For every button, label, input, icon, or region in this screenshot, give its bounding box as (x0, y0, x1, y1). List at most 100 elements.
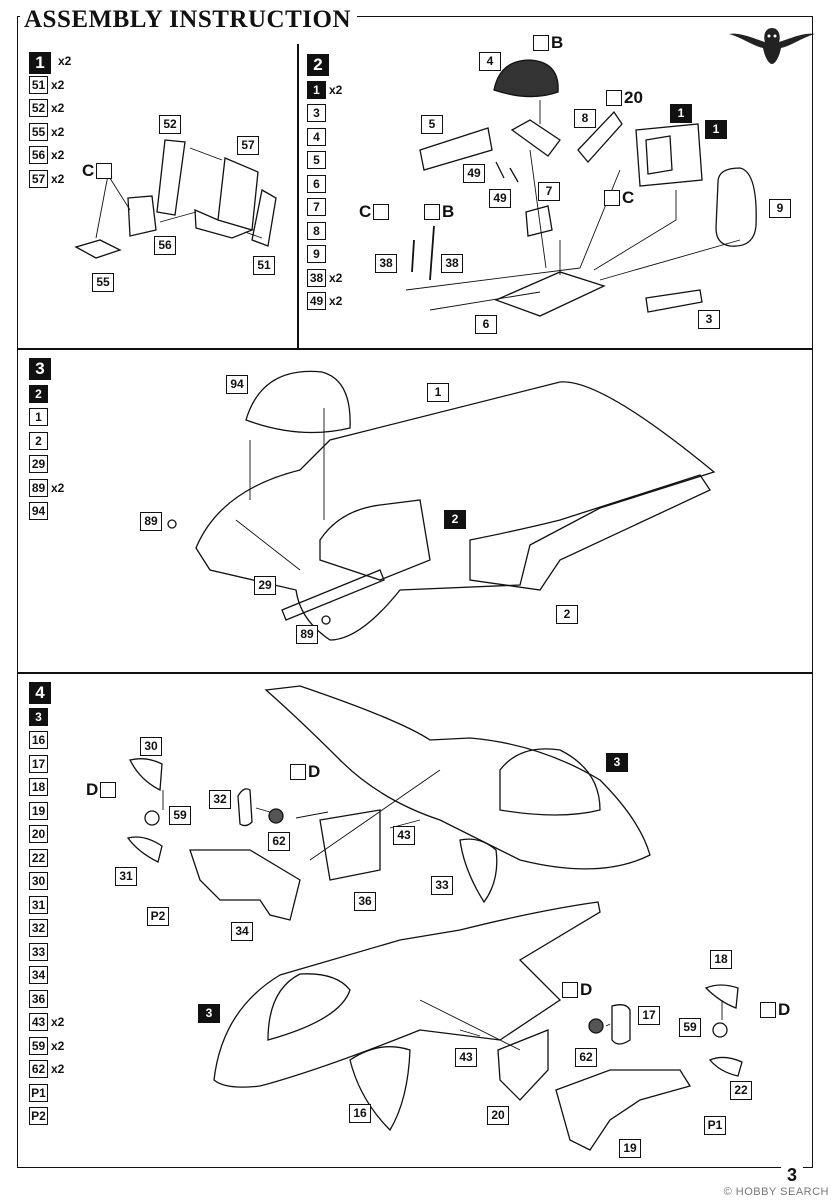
paintbrush-icon (96, 163, 113, 179)
paint-callout: B (533, 33, 563, 53)
part-callout: 33 (431, 876, 453, 895)
divider (17, 672, 813, 674)
part-callout: 62 (268, 832, 290, 851)
part-id: 17 (29, 754, 48, 773)
part-id: 7 (307, 198, 326, 217)
intake-part-20 (497, 1029, 549, 1101)
part-id: 89 (29, 478, 48, 497)
part-id: 56 (29, 146, 48, 165)
part-id: 29 (29, 455, 48, 474)
part-59 (712, 1022, 728, 1038)
part-callout: 5 (421, 115, 443, 134)
part-callout: 55 (92, 273, 114, 292)
control-sticks-part-38 (411, 225, 435, 281)
part-callout: 8 (574, 109, 596, 128)
part-id: 59 (29, 1036, 48, 1055)
part-17 (611, 1004, 631, 1045)
part-22 (708, 1056, 743, 1077)
part-callout: 20 (487, 1106, 509, 1125)
part-id: 3 (29, 707, 48, 726)
part-id: 18 (29, 778, 48, 797)
part-59 (144, 810, 160, 826)
part-31 (126, 836, 163, 863)
fuselage-half-part-1 (195, 381, 716, 641)
part-id: 94 (29, 502, 48, 521)
part-callout: 51 (253, 256, 275, 275)
part-callout: P1 (704, 1116, 726, 1135)
part-id: 62 (29, 1060, 48, 1079)
part-callout: 17 (638, 1006, 660, 1025)
part-callout: 94 (226, 375, 248, 394)
part-callout: 1 (670, 104, 692, 123)
paintbrush-icon (604, 190, 620, 206)
part-callout: 2 (556, 605, 578, 624)
part-3 (645, 289, 703, 313)
part-callout: 32 (209, 790, 231, 809)
part-id: 1 (29, 408, 48, 427)
paintbrush-icon (424, 204, 440, 220)
step-number: 3 (29, 358, 51, 380)
part-id: 2 (29, 384, 48, 403)
paint-callout: B (424, 202, 454, 222)
part-callout: 22 (730, 1081, 752, 1100)
part-callout: 18 (710, 950, 732, 969)
pedals-part-49 (495, 161, 519, 183)
part-33 (459, 838, 498, 904)
control-part-7 (525, 205, 553, 237)
part-62 (268, 808, 284, 824)
part-62 (588, 1018, 604, 1034)
seat-part-56 (127, 195, 157, 237)
part-id: 1 (307, 80, 326, 99)
part-id: 16 (29, 731, 48, 750)
part-id: 30 (29, 872, 48, 891)
part-id: 33 (29, 942, 48, 961)
decal-icon (606, 90, 622, 106)
paint-callout: C (359, 202, 390, 222)
part-callout: 89 (296, 625, 318, 644)
page-frame (17, 16, 813, 1168)
part-16 (349, 1046, 411, 1132)
part-callout: 56 (154, 236, 176, 255)
divider (297, 44, 299, 348)
part-id: 51 (29, 75, 48, 94)
part-18 (704, 984, 739, 1009)
part-id: 52 (29, 99, 48, 118)
paint-callout: C (604, 188, 634, 208)
step-number: 1 (29, 52, 51, 74)
part-id: 36 (29, 989, 48, 1008)
part-callout: 34 (231, 922, 253, 941)
part-callout: 36 (354, 892, 376, 911)
part-89 (167, 519, 177, 529)
part-callout: 31 (115, 867, 137, 886)
part-callout: 1 (427, 383, 449, 402)
page-title: ASSEMBLY INSTRUCTION (20, 6, 357, 34)
intake-part-19 (555, 1069, 692, 1151)
bulkhead-part-9 (715, 167, 757, 247)
cockpit-floor-part-6 (494, 271, 606, 317)
part-callout: 57 (237, 136, 259, 155)
part-89 (321, 615, 331, 625)
intake-part-34 (189, 849, 301, 921)
canopy-frame-lower (267, 973, 351, 1041)
owl-logo-icon (729, 28, 815, 64)
part-callout: 1 (705, 120, 727, 139)
part-callout: 38 (375, 254, 397, 273)
fuselage-assembly-lower (213, 901, 601, 1088)
part-id: 31 (29, 895, 48, 914)
part-callout: 52 (159, 115, 181, 134)
part-callout: 2 (444, 510, 466, 529)
paintbrush-icon (100, 782, 117, 798)
cockpit-assembly (319, 499, 431, 581)
part-id: 6 (307, 174, 326, 193)
part-id: P2 (29, 1107, 48, 1126)
paintbrush-icon (290, 764, 306, 780)
part-id: 22 (29, 848, 48, 867)
fuselage-assembly-upper (264, 685, 651, 870)
part-callout: 6 (475, 315, 497, 334)
part-callout: P2 (147, 907, 169, 926)
seat-part-55 (74, 239, 122, 259)
part-callout: 59 (679, 1018, 701, 1037)
part-id: 49 (307, 292, 326, 311)
